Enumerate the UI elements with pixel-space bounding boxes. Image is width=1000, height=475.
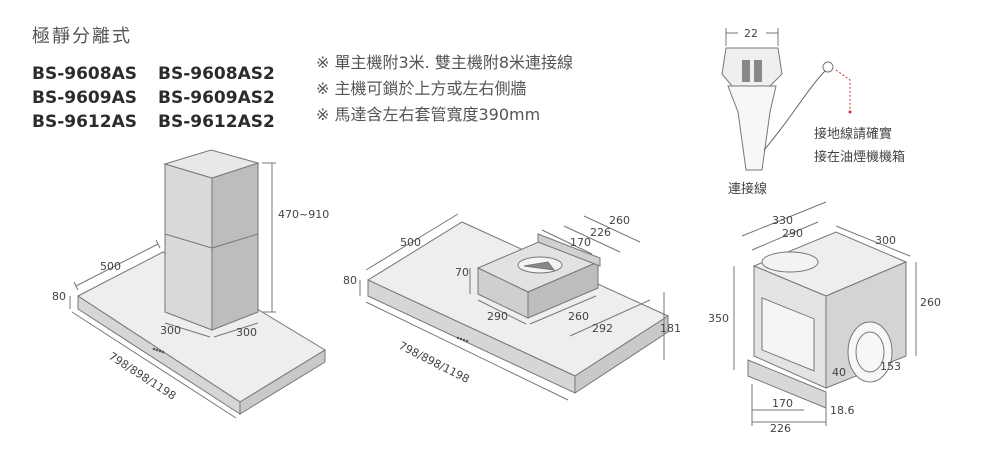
motor-top-inner-label: 290	[782, 227, 803, 240]
model-name: BS-9612AS	[32, 112, 137, 132]
ground-note-line-1: 接地線請確實	[814, 126, 892, 142]
hood-canopy-side	[239, 349, 326, 415]
duct-outer-label: 153	[880, 360, 901, 373]
motor-bottom-outer-label: 226	[770, 422, 791, 435]
mount-side-height-label: 181	[660, 322, 681, 335]
motor-height-label: 350	[708, 312, 729, 325]
hood-chimney-top	[163, 149, 260, 179]
base-right-label: 260	[568, 310, 589, 323]
chimney-joint-line	[164, 233, 213, 249]
motor-depth-label: 300	[875, 234, 896, 247]
mount-top-mid-label: 226	[590, 226, 611, 239]
motor-front-panel	[761, 297, 815, 372]
connector-head	[721, 47, 783, 87]
chimney-right-width-label: 300	[236, 326, 257, 339]
mount-plate-side	[574, 315, 669, 394]
hood-height-label: 470~910	[278, 208, 329, 221]
hood-drawing	[69, 149, 326, 419]
rear-bracket	[537, 233, 601, 267]
connector-boot	[727, 85, 777, 171]
duct-inner-label: 40	[832, 366, 846, 379]
model-name: BS-9609AS2	[158, 88, 275, 108]
cable-drawing	[721, 28, 852, 171]
hood-depth-label: 500	[100, 260, 121, 273]
leader-line	[835, 69, 851, 110]
mount-top-outer-label: 260	[609, 214, 630, 227]
motor-top-outlet	[761, 251, 819, 273]
model-name: BS-9608AS2	[158, 64, 275, 84]
hood-chimney-side	[211, 162, 259, 331]
duct-collar-label: 70	[455, 266, 469, 279]
chimney-joint-line	[211, 233, 259, 249]
ground-wire	[763, 69, 827, 151]
control-panel-dots	[152, 347, 165, 354]
note-line: ※ 主機可鎖於上方或左右側牆	[316, 79, 527, 98]
mount-thickness-label: 80	[343, 274, 357, 287]
motor-bottom-offset-label: 18.6	[830, 404, 855, 417]
duct-opening	[523, 261, 556, 271]
ground-terminal	[822, 61, 834, 73]
model-name: BS-9609AS	[32, 88, 137, 108]
model-name: BS-9608AS	[32, 64, 137, 84]
motor-side-duct-inner	[855, 331, 885, 373]
motor-bottom-inner-label: 170	[772, 397, 793, 410]
model-name: BS-9612AS2	[158, 112, 275, 132]
hood-thickness-label: 80	[52, 290, 66, 303]
cable-label: 連接線	[728, 181, 767, 197]
cable-width-label: 22	[744, 27, 758, 40]
motor-side-height-label: 260	[920, 296, 941, 309]
hood-chimney-front	[164, 163, 213, 331]
base-left-label: 290	[487, 310, 508, 323]
installation-notes: ※ 單主機附3米. 雙主機附8米連接線 ※ 主機可鎖於上方或左右側牆 ※ 馬達含…	[316, 50, 573, 128]
control-panel-dots	[456, 336, 469, 343]
model-row: BS-9608AS BS-9608AS2	[32, 62, 275, 86]
mount-top-inner-label: 170	[570, 236, 591, 249]
model-row: BS-9609AS BS-9609AS2	[32, 86, 275, 110]
model-row: BS-9612AS BS-9612AS2	[32, 110, 275, 134]
duct-box-side	[527, 261, 599, 319]
connector-slot	[742, 60, 750, 82]
base-outer-label: 292	[592, 322, 613, 335]
motor-drawing	[733, 201, 917, 426]
note-line: ※ 單主機附3米. 雙主機附8米連接線	[316, 53, 574, 72]
mount-depth-label: 500	[400, 236, 421, 249]
mount-width-label: 798/898/1198	[397, 339, 472, 386]
product-series-title: 極靜分離式	[32, 26, 132, 47]
ground-note-line-2: 接在油煙機機箱	[814, 149, 905, 165]
connector-slot	[754, 60, 762, 82]
mount-drawing	[359, 213, 670, 401]
motor-top-outer-label: 330	[772, 214, 793, 227]
motor-side-duct	[847, 321, 893, 383]
note-line: ※ 馬達含左右套管寬度390mm	[316, 105, 541, 124]
chimney-left-width-label: 300	[160, 324, 181, 337]
